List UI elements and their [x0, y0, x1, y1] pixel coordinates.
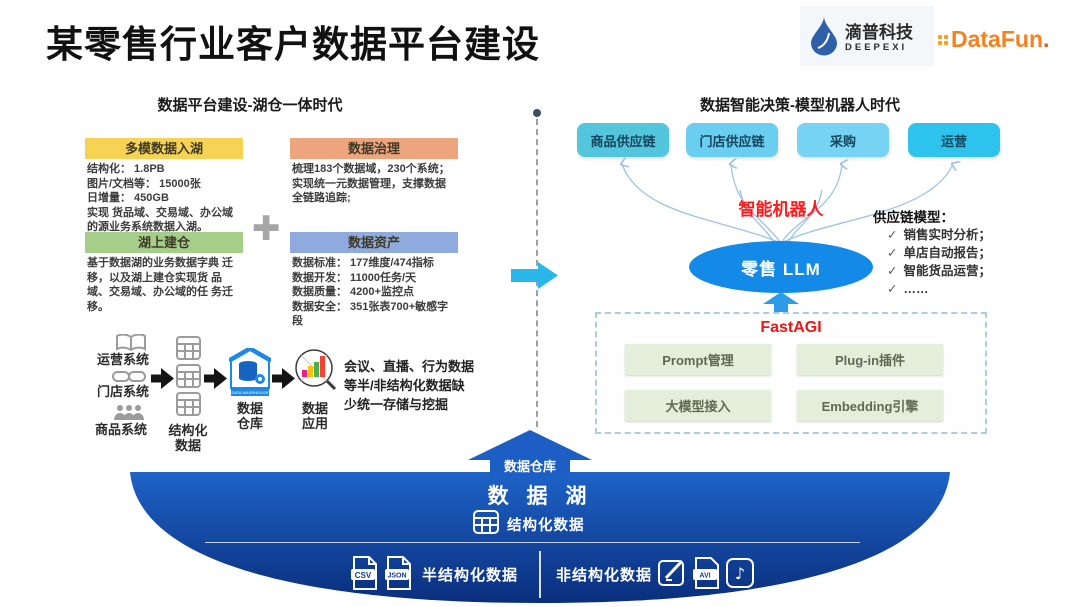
json-file-icon: JSON	[385, 556, 411, 590]
model-item: ✓ 单店自动报告；	[873, 244, 1023, 262]
check-icon: ✓	[887, 282, 898, 296]
card-body: 结构化： 1.8PB 图片/文档等： 15000张 日增量： 450GB 实现 …	[87, 163, 234, 234]
transition-arrow-icon	[511, 262, 558, 289]
book-icon	[116, 334, 146, 352]
deepexi-logo: 滴普科技 DEEPEXI	[800, 6, 934, 66]
model-item: ✓ ……	[873, 280, 1023, 298]
card-title: 数据治理	[290, 138, 458, 159]
card-lake-warehouse: 湖上建仓 基于数据湖的业务数据字典 迁移，以及湖上建仓实现货 品域、交易域、办公…	[85, 232, 243, 318]
chip-operations: 运营	[908, 123, 1000, 157]
retail-llm-ellipse: 零售 LLM	[689, 241, 873, 293]
chip-goods-supply-chain: 商品供应链	[577, 123, 669, 157]
system-label-store: 门店系统	[97, 384, 150, 399]
system-label-operations: 运营系统	[97, 352, 150, 367]
card-body: 基于数据湖的业务数据字典 迁移，以及湖上建仓实现货 品域、交易域、办公域的任 务…	[87, 257, 234, 313]
module-plugin: Plug-in插件	[797, 344, 943, 375]
chain-link-icon	[112, 371, 146, 382]
chip-procurement: 采购	[797, 123, 889, 157]
edit-icon	[658, 559, 684, 586]
svg-text:DATA WAREHOUSE: DATA WAREHOUSE	[231, 390, 268, 395]
lake-structured-label: 结构化数据	[507, 518, 585, 534]
module-embedding: Embedding引擎	[797, 390, 943, 421]
card-body: 梳理183个数据域，230个系统；实现统一元数据管理，支撑数据 全链路追踪;	[292, 163, 450, 205]
flow-arrow-icon	[151, 368, 174, 389]
datafun-dot: .	[1043, 26, 1050, 52]
model-list-title: 供应链模型：	[873, 210, 954, 225]
fastagi-box: FastAGI Prompt管理 Plug-in插件 大模型接入 Embeddi…	[595, 312, 987, 434]
lake-semi-label: 半结构化数据	[422, 567, 519, 584]
card-title: 多模数据入湖	[85, 138, 243, 159]
deepexi-name: 滴普科技	[845, 23, 913, 42]
card-multimodal-ingest: 多模数据入湖 结构化： 1.8PB 图片/文档等： 15000张 日增量： 45…	[85, 138, 243, 233]
lake-divider	[205, 542, 860, 543]
supply-chain-model-block: 供应链模型： ✓ 销售实时分析； ✓ 单店自动报告； ✓ 智能货品运营； ✓ ……	[873, 206, 1023, 298]
card-title: 湖上建仓	[85, 232, 243, 253]
flow-arrow-icon	[204, 368, 227, 389]
warehouse-label: 数据 仓库	[236, 401, 263, 431]
note-glyph: ♪	[735, 564, 745, 583]
csv-text: CSV	[355, 571, 372, 580]
csv-file-icon: CSV	[351, 556, 377, 590]
divider-dot	[533, 109, 541, 117]
module-prompt: Prompt管理	[625, 344, 771, 375]
check-icon: ✓	[887, 228, 898, 242]
plus-icon: ✚	[252, 210, 281, 248]
chip-store-supply-chain: 门店供应链	[686, 123, 778, 157]
avi-text: AVI	[699, 573, 710, 580]
robot-label: 智能机器人	[738, 200, 824, 219]
lake-vertical-divider	[539, 551, 541, 598]
unstructured-note: 会议、直播、行为数据等半/非结构化数据缺少统一存储与挖掘	[344, 359, 475, 412]
structured-table-icon	[473, 510, 499, 534]
people-icon	[114, 405, 144, 420]
module-llm-access: 大模型接入	[625, 390, 771, 421]
lake-unstructured-label: 非结构化数据	[556, 567, 653, 584]
json-text: JSON	[387, 573, 406, 580]
structured-tables-icon	[176, 336, 201, 416]
card-title: 数据资产	[290, 232, 458, 253]
datafun-dots-icon	[938, 34, 948, 45]
application-label: 数据 应用	[301, 401, 328, 431]
data-warehouse-icon: DATA WAREHOUSE	[229, 348, 271, 396]
deepexi-droplet-icon	[811, 16, 837, 56]
model-item: ✓ 智能货品运营；	[873, 262, 1023, 280]
music-icon: ♪	[726, 558, 754, 588]
card-data-assets: 数据资产 数据标准： 177维度/474指标 数据开发： 11000任务/天 数…	[290, 232, 458, 327]
avi-file-icon: AVI	[693, 557, 719, 589]
system-label-goods: 商品系统	[95, 422, 148, 437]
page-title: 某零售行业客户数据平台建设	[46, 25, 540, 66]
datafun-name: DataFun	[951, 26, 1043, 52]
check-icon: ✓	[887, 264, 898, 278]
robot-connectors	[560, 110, 1080, 244]
card-data-governance: 数据治理 梳理183个数据域，230个系统；实现统一元数据管理，支撑数据 全链路…	[290, 138, 458, 230]
model-item: ✓ 销售实时分析；	[873, 226, 1023, 244]
left-section-header: 数据平台建设-湖仓一体时代	[157, 97, 343, 114]
lake-label: 数 据 湖	[487, 485, 593, 508]
right-section-header: 数据智能决策-模型机器人时代	[700, 97, 900, 114]
datafun-logo: DataFun.	[938, 26, 1049, 53]
check-icon: ✓	[887, 246, 898, 260]
lake-warehouse-label: 数据仓库	[503, 459, 556, 474]
model-item-text: ……	[903, 282, 929, 296]
flow-arrow-icon	[272, 368, 295, 389]
card-body: 数据标准： 177维度/474指标 数据开发： 11000任务/天 数据质量： …	[292, 257, 449, 328]
model-item-text: 智能货品运营；	[903, 264, 991, 278]
fastagi-title: FastAGI	[760, 319, 822, 336]
model-item-text: 销售实时分析；	[903, 228, 991, 242]
data-application-icon	[295, 349, 336, 391]
model-item-text: 单店自动报告；	[903, 246, 991, 260]
structured-data-label: 结构化 数据	[168, 423, 208, 453]
fastagi-up-arrow-icon	[763, 292, 799, 313]
deepexi-sub: DEEPEXI	[845, 42, 908, 53]
